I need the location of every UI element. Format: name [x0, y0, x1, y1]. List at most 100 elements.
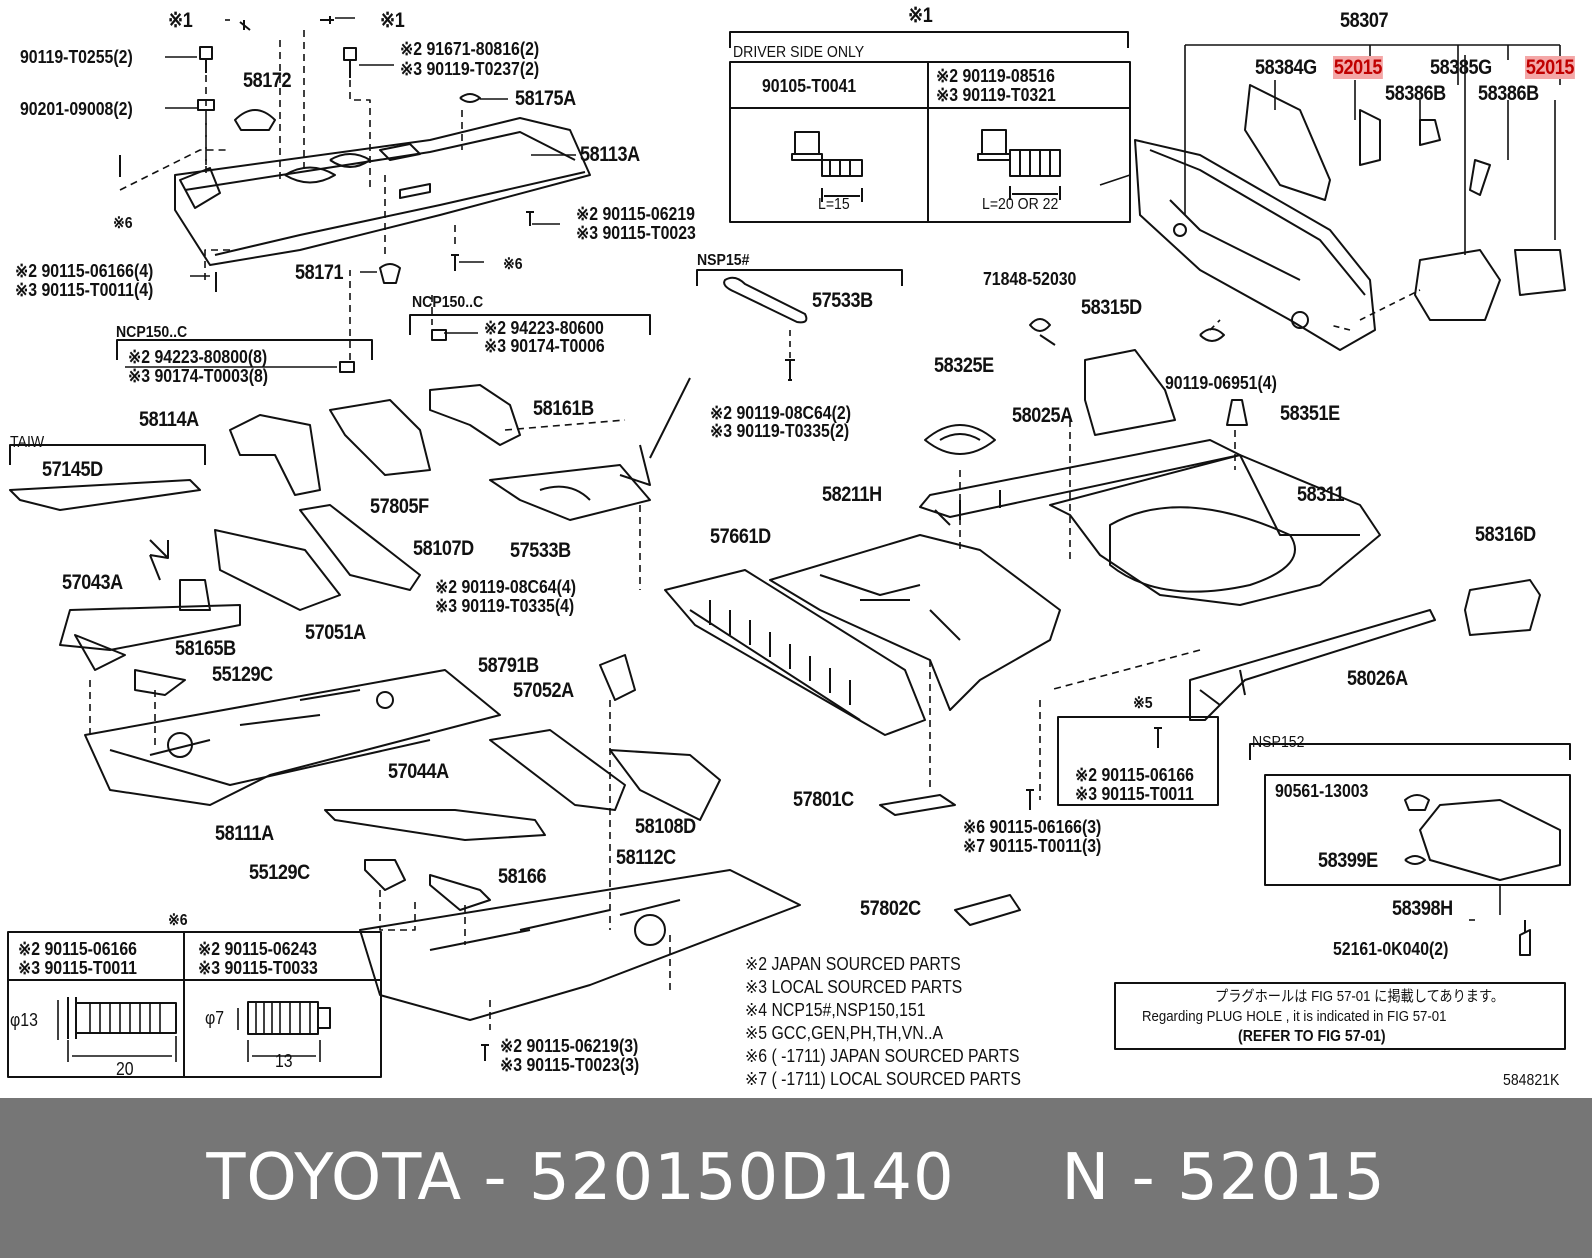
bolt-90119-06951	[1199, 328, 1225, 342]
footer-part-number: 520150D140	[528, 1141, 955, 1215]
label-l15: L=15	[818, 196, 850, 213]
part-57802c-shape	[954, 894, 1021, 926]
label-x5: ※5	[1133, 695, 1153, 712]
leaders-middle	[89, 419, 1236, 1030]
label-58108d: 58108D	[635, 815, 696, 838]
parts-diagram: ※1 ※1 ※1 90119-T0255(2) 90201-09008(2) 5…	[7, 4, 1575, 1089]
label-dim-13: 13	[275, 1051, 293, 1071]
label-x1b: ※1	[380, 9, 405, 32]
label-nsp152: NSP152	[1252, 734, 1305, 751]
label-90174-t0006: ※3 90174-T0006	[484, 336, 605, 356]
label-x6a: ※6	[113, 215, 133, 232]
label-58112c: 58112C	[616, 846, 676, 869]
label-58325e: 58325E	[934, 354, 994, 377]
label-90115-t0023-3: ※3 90115-T0023(3)	[500, 1055, 640, 1075]
label-x1c: ※1	[908, 4, 933, 27]
label-90115-t0023: ※3 90115-T0023	[576, 223, 696, 243]
part-58108d-shape	[609, 749, 721, 821]
label-58107d: 58107D	[413, 537, 474, 560]
label-x5-90115-06166: ※2 90115-06166	[1075, 765, 1194, 785]
label-58386b-1: 58386B	[1385, 82, 1446, 105]
leaders-top-left	[119, 30, 463, 360]
label-58165b: 58165B	[175, 637, 236, 660]
label-58351e: 58351E	[1280, 402, 1340, 425]
label-52161-0k040: 52161-0K040(2)	[1333, 939, 1449, 959]
label-90115-06219: ※2 90115-06219	[576, 204, 695, 224]
label-s-90115-06243: ※2 90115-06243	[198, 939, 317, 959]
diagram-id: 584821K	[1503, 1072, 1560, 1089]
label-58026a: 58026A	[1347, 667, 1408, 690]
label-phi7: φ7	[205, 1008, 225, 1028]
highlight-52015-1: 52015	[1333, 56, 1383, 79]
part-58114a-shape	[229, 414, 321, 496]
label-58113a: 58113A	[580, 143, 640, 166]
label-90119-t0255: 90119-T0255(2)	[20, 47, 133, 67]
label-94223-80800: ※2 94223-80800(8)	[128, 347, 268, 367]
part-58112c-shape	[359, 869, 801, 1021]
part-57145d-shape	[9, 479, 201, 511]
part-58026a-shape	[1189, 609, 1436, 721]
note-en: Regarding PLUG HOLE , it is indicated in…	[1142, 1008, 1447, 1025]
label-phi13: φ13	[10, 1010, 38, 1030]
label-dim-20: 20	[116, 1059, 134, 1079]
part-57805f-shape	[329, 399, 431, 476]
part-58307-shape	[1134, 84, 1566, 351]
part-71848	[1029, 318, 1056, 346]
label-90119-08c64-4: ※2 90119-08C64(4)	[435, 577, 576, 597]
label-57802c: 57802C	[860, 897, 921, 920]
part-58315d-shape	[1084, 349, 1176, 436]
label-57805f: 57805F	[370, 495, 429, 518]
label-x7-90115-t0011-3: ※7 90115-T0011(3)	[963, 836, 1102, 856]
part-55129c-1-shape	[134, 669, 186, 696]
label-ncp150c-2: NCP150..C	[116, 324, 188, 341]
part-57801c-shape	[879, 794, 956, 816]
label-58171: 58171	[295, 261, 344, 284]
part-58113a-shape	[174, 117, 591, 266]
label-x1a: ※1	[168, 9, 193, 32]
label-58315d: 58315D	[1081, 296, 1142, 319]
label-58025a: 58025A	[1012, 404, 1073, 427]
legend-line-5: ※6 ( -1711) JAPAN SOURCED PARTS	[745, 1046, 1020, 1066]
label-57533b-2: 57533B	[510, 539, 571, 562]
legend-line-6: ※7 ( -1711) LOCAL SOURCED PARTS	[745, 1069, 1021, 1089]
legend-line-2: ※3 LOCAL SOURCED PARTS	[745, 977, 963, 997]
legend-line-4: ※5 GCC,GEN,PH,TH,VN..A	[745, 1023, 944, 1043]
part-58111a-shape	[84, 669, 501, 806]
part-57533b-strip	[723, 276, 808, 324]
label-57533b-1: 57533B	[812, 289, 873, 312]
label-58114a: 58114A	[139, 408, 199, 431]
label-58386b-2: 58386B	[1478, 82, 1539, 105]
note-jp: プラグホールは FIG 57-01 に掲載してあります。	[1215, 988, 1505, 1005]
label-58399e: 58399E	[1318, 849, 1378, 872]
leaders-solid-top-left	[125, 17, 576, 368]
driver-side-box-shapes	[729, 31, 1131, 223]
label-58398h: 58398H	[1392, 897, 1453, 920]
label-90119-08c64-2: ※2 90119-08C64(2)	[710, 403, 851, 423]
label-57145d: 57145D	[42, 458, 103, 481]
label-58384g: 58384G	[1255, 56, 1317, 79]
part-58325e-shape	[924, 424, 996, 455]
label-taiw: TAIW	[10, 434, 45, 451]
label-58175a: 58175A	[515, 87, 576, 110]
part-57533b-plate	[489, 464, 651, 521]
label-90119-06951: 90119-06951(4)	[1165, 373, 1277, 393]
highlight-52015-2: 52015	[1525, 56, 1575, 79]
label-58161b: 58161B	[533, 397, 594, 420]
label-94223-80600: ※2 94223-80600	[484, 318, 604, 338]
bolts-top-left	[119, 16, 534, 373]
part-57052a-shape	[489, 729, 626, 811]
part-58107d-shape	[299, 504, 421, 591]
label-71848-52030: 71848-52030	[983, 269, 1077, 289]
part-57044a-shape	[324, 809, 546, 841]
label-57801c: 57801C	[793, 788, 854, 811]
footer-bar: TOYOTA - 520150D140 N - 52015	[0, 1098, 1592, 1258]
label-58166: 58166	[498, 865, 547, 888]
part-58211h-shape	[769, 534, 1061, 711]
label-57051a: 57051A	[305, 621, 366, 644]
label-90115-06166-4: ※2 90115-06166(4)	[15, 261, 154, 281]
label-57043a: 57043A	[62, 571, 123, 594]
label-58111a: 58111A	[215, 822, 274, 845]
label-x5-90115-t0011: ※3 90115-T0011	[1075, 784, 1194, 804]
part-57661d-shape	[664, 569, 926, 736]
label-s-90115-06166: ※2 90115-06166	[18, 939, 137, 959]
